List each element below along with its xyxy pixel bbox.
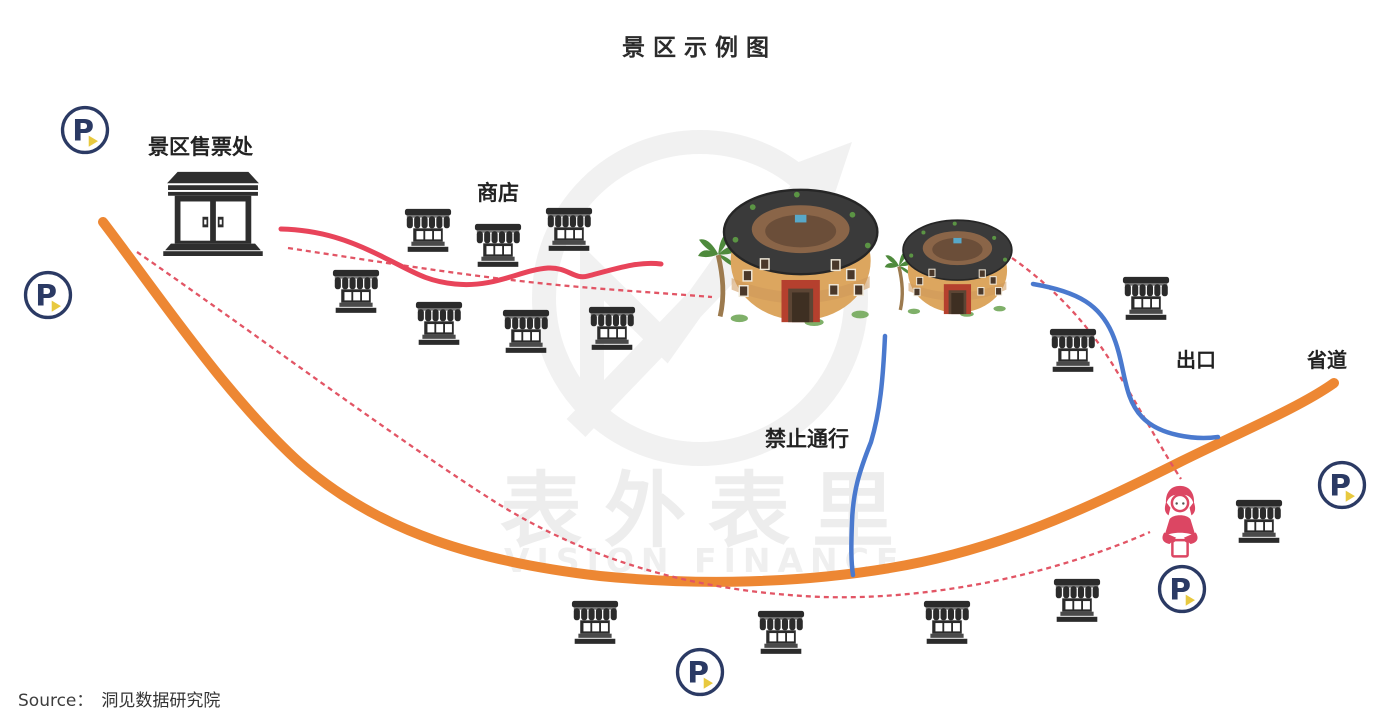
shop-icon xyxy=(1049,328,1097,372)
parking-icon xyxy=(23,270,73,320)
shop-icon xyxy=(1235,499,1283,543)
shop-icon xyxy=(415,301,463,345)
tulou-icon-small xyxy=(884,218,1014,317)
shop-icon xyxy=(757,610,805,654)
shop-icon xyxy=(588,306,636,350)
watermark-text-cn: 表外表里 xyxy=(500,464,917,559)
shop-icon xyxy=(502,309,550,353)
visitor-route-dashed-shops xyxy=(287,246,713,299)
tulou-icon-large xyxy=(698,190,877,326)
parking-icon xyxy=(1157,564,1207,614)
exit-path-line xyxy=(1030,281,1221,441)
blocked-path-line xyxy=(849,333,888,578)
parking-icon xyxy=(1317,460,1367,510)
visitor-route-dashed-main xyxy=(136,251,1151,599)
shop-icon xyxy=(1053,578,1101,622)
parking-icon xyxy=(675,647,725,697)
shop-icon xyxy=(474,223,522,267)
shop-icon xyxy=(923,600,971,644)
shop-icon xyxy=(332,269,380,313)
tourist-icon xyxy=(1161,484,1199,558)
shop-icon xyxy=(571,600,619,644)
shop-icon xyxy=(1122,276,1170,320)
shop-icon xyxy=(545,207,593,251)
parking-icon xyxy=(60,105,110,155)
shop-street-route-line xyxy=(278,226,664,288)
ticket-office-icon xyxy=(163,171,263,256)
provincial-road-line xyxy=(98,217,1339,587)
shop-icon xyxy=(404,208,452,252)
